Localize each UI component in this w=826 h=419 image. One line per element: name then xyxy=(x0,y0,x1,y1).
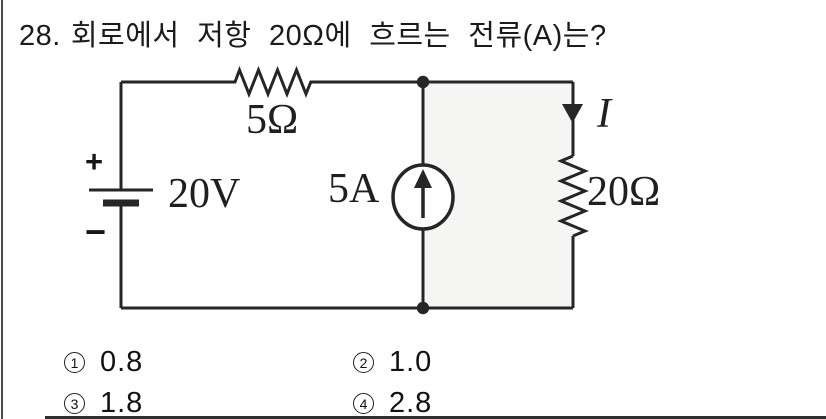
option-4-marker-icon: 4 xyxy=(353,393,374,414)
load-resistor-label: 20Ω xyxy=(587,169,661,215)
option-3-marker-icon: 3 xyxy=(64,393,85,414)
answer-option-2: 2 1.0 xyxy=(353,348,432,377)
question-text: 회로에서 저항 20Ω에 흐르는 전류(A)는? xyxy=(70,20,607,52)
question-title: 28. 회로에서 저항 20Ω에 흐르는 전류(A)는? xyxy=(19,12,607,54)
option-2-marker-icon: 2 xyxy=(353,352,374,373)
answer-option-1: 1 0.8 xyxy=(64,348,143,377)
battery-minus-sign: − xyxy=(85,211,107,252)
option-1-value: 0.8 xyxy=(100,346,144,378)
answer-option-4: 4 2.8 xyxy=(353,389,432,418)
current-arrow-label: I xyxy=(597,91,611,137)
page-left-border xyxy=(1,0,3,419)
page-bottom-border xyxy=(45,416,826,419)
voltage-source-label: 20V xyxy=(168,171,241,217)
option-4-value: 2.8 xyxy=(389,387,433,419)
battery-icon xyxy=(89,188,153,207)
option-3-value: 1.8 xyxy=(100,387,144,419)
junction-dot-bottom xyxy=(416,301,430,315)
option-1-marker-icon: 1 xyxy=(64,352,85,373)
series-resistor-label: 5Ω xyxy=(246,97,299,143)
option-2-value: 1.0 xyxy=(389,346,433,378)
current-arrow-icon xyxy=(562,104,583,123)
battery-plus-sign: + xyxy=(85,144,104,179)
current-source-label: 5A xyxy=(328,166,380,212)
current-source-icon xyxy=(391,163,455,231)
load-resistor-icon xyxy=(557,154,589,238)
series-resistor-icon xyxy=(121,65,573,99)
answer-option-3: 3 1.8 xyxy=(64,389,143,418)
question-number: 28. xyxy=(19,20,61,52)
junction-dot-top xyxy=(416,75,430,89)
